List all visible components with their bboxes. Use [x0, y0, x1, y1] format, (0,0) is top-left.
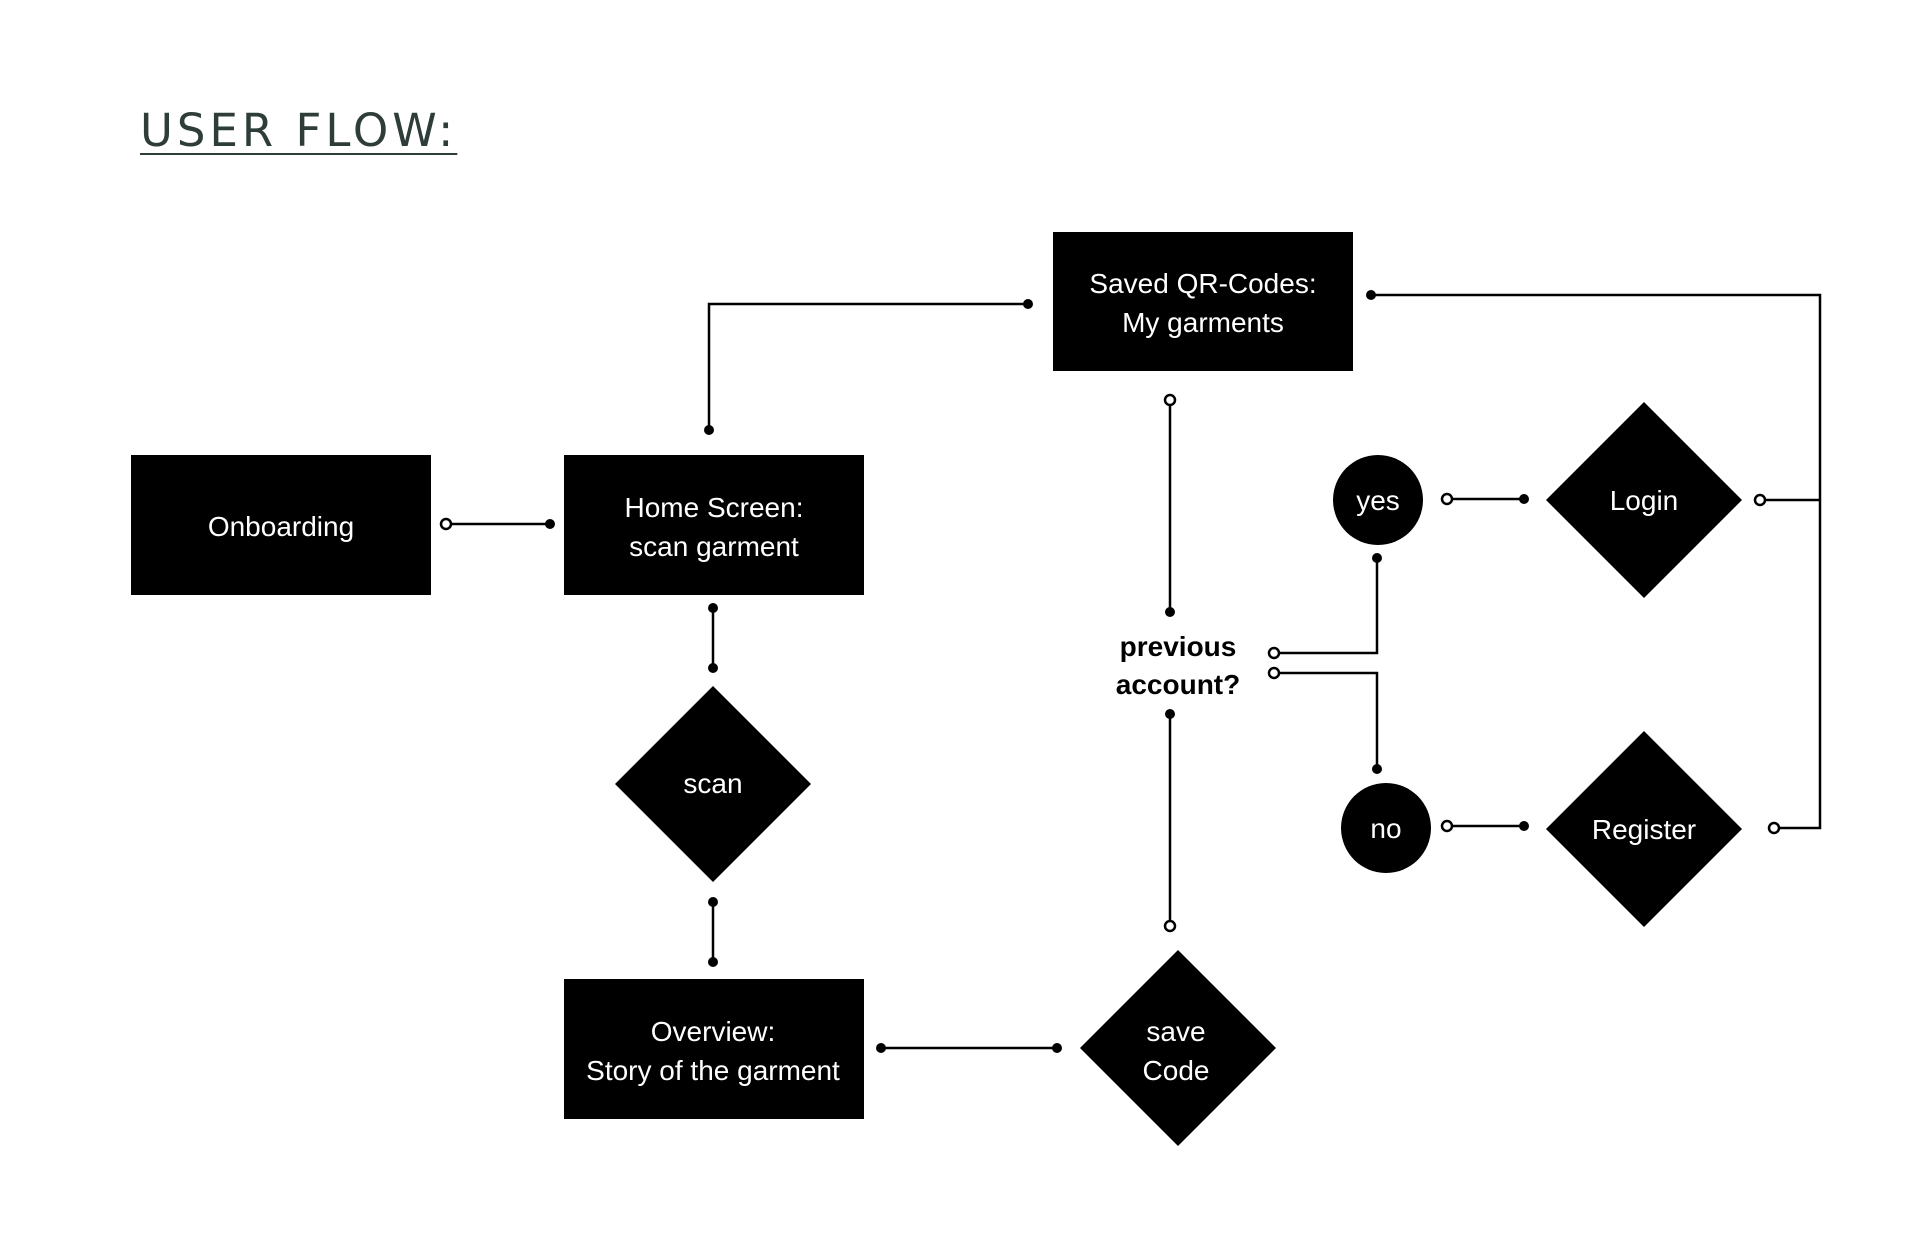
- node-onboarding: Onboarding: [131, 455, 431, 595]
- node-saved-qr-codes: Saved QR-Codes: My garments: [1053, 232, 1353, 371]
- connector-start-ring: [1767, 821, 1781, 835]
- connector-end-dot: [708, 603, 718, 613]
- connector-end-dot: [1372, 553, 1382, 563]
- connector-start-ring: [1267, 646, 1281, 660]
- connector-start-ring: [1753, 493, 1767, 507]
- connector-end-dot: [876, 1043, 886, 1053]
- connector-start-ring: [1440, 492, 1454, 506]
- connector-question-no: [1274, 671, 1379, 769]
- connector-end-dot: [1023, 299, 1033, 309]
- node-saved-line2: My garments: [1122, 307, 1284, 338]
- connector-end-dot: [1519, 494, 1529, 504]
- node-yes-label: yes: [1356, 485, 1400, 516]
- connectors: [439, 290, 1822, 1053]
- node-login-label: Login: [1610, 485, 1679, 516]
- connector-start-ring: [439, 517, 453, 531]
- node-overview-line2: Story of the garment: [586, 1055, 840, 1086]
- node-no: no: [1341, 783, 1431, 873]
- node-overview-line1: Overview:: [651, 1016, 775, 1047]
- node-question-line2: account?: [1116, 669, 1240, 700]
- node-overview: Overview: Story of the garment: [564, 979, 864, 1119]
- connector-end-dot: [1165, 607, 1175, 617]
- node-previous-account: previous account?: [1116, 631, 1240, 700]
- connector-saved-home: [707, 302, 1028, 430]
- connector-start-ring: [1163, 919, 1177, 933]
- connector-end-dot: [1519, 821, 1529, 831]
- connector-end-dot: [708, 957, 718, 967]
- connector-end-dot: [545, 519, 555, 529]
- node-home-screen: Home Screen: scan garment: [564, 455, 864, 595]
- connector-login-register-saved: [1371, 293, 1822, 830]
- node-save-code: save Code: [1080, 950, 1276, 1146]
- connector-start-ring: [1163, 393, 1177, 407]
- connector-end-dot: [1366, 290, 1376, 300]
- connector-end-dot: [1165, 709, 1175, 719]
- connector-start-ring: [1267, 666, 1281, 680]
- node-login: Login: [1546, 402, 1742, 598]
- connector-question-yes: [1274, 558, 1379, 655]
- connector-end-dot: [704, 425, 714, 435]
- connector-start-ring: [1440, 819, 1454, 833]
- node-onboarding-label: Onboarding: [208, 511, 354, 542]
- node-register: Register: [1546, 731, 1742, 927]
- node-no-label: no: [1370, 813, 1401, 844]
- page-title: USER FLOW:: [140, 104, 458, 157]
- node-scan: scan: [615, 686, 811, 882]
- connector-end-dot: [708, 897, 718, 907]
- connector-end-dot: [708, 663, 718, 673]
- node-saved-line1: Saved QR-Codes:: [1089, 268, 1316, 299]
- connector-end-dot: [1052, 1043, 1062, 1053]
- node-register-label: Register: [1592, 814, 1696, 845]
- node-yes: yes: [1333, 455, 1423, 545]
- node-save-line2: Code: [1143, 1055, 1210, 1086]
- node-save-line1: save: [1146, 1016, 1205, 1047]
- node-home-screen-line1: Home Screen:: [625, 492, 804, 523]
- node-scan-label: scan: [683, 768, 742, 799]
- connector-end-dot: [1372, 764, 1382, 774]
- node-question-line1: previous: [1120, 631, 1237, 662]
- node-home-screen-line2: scan garment: [629, 531, 799, 562]
